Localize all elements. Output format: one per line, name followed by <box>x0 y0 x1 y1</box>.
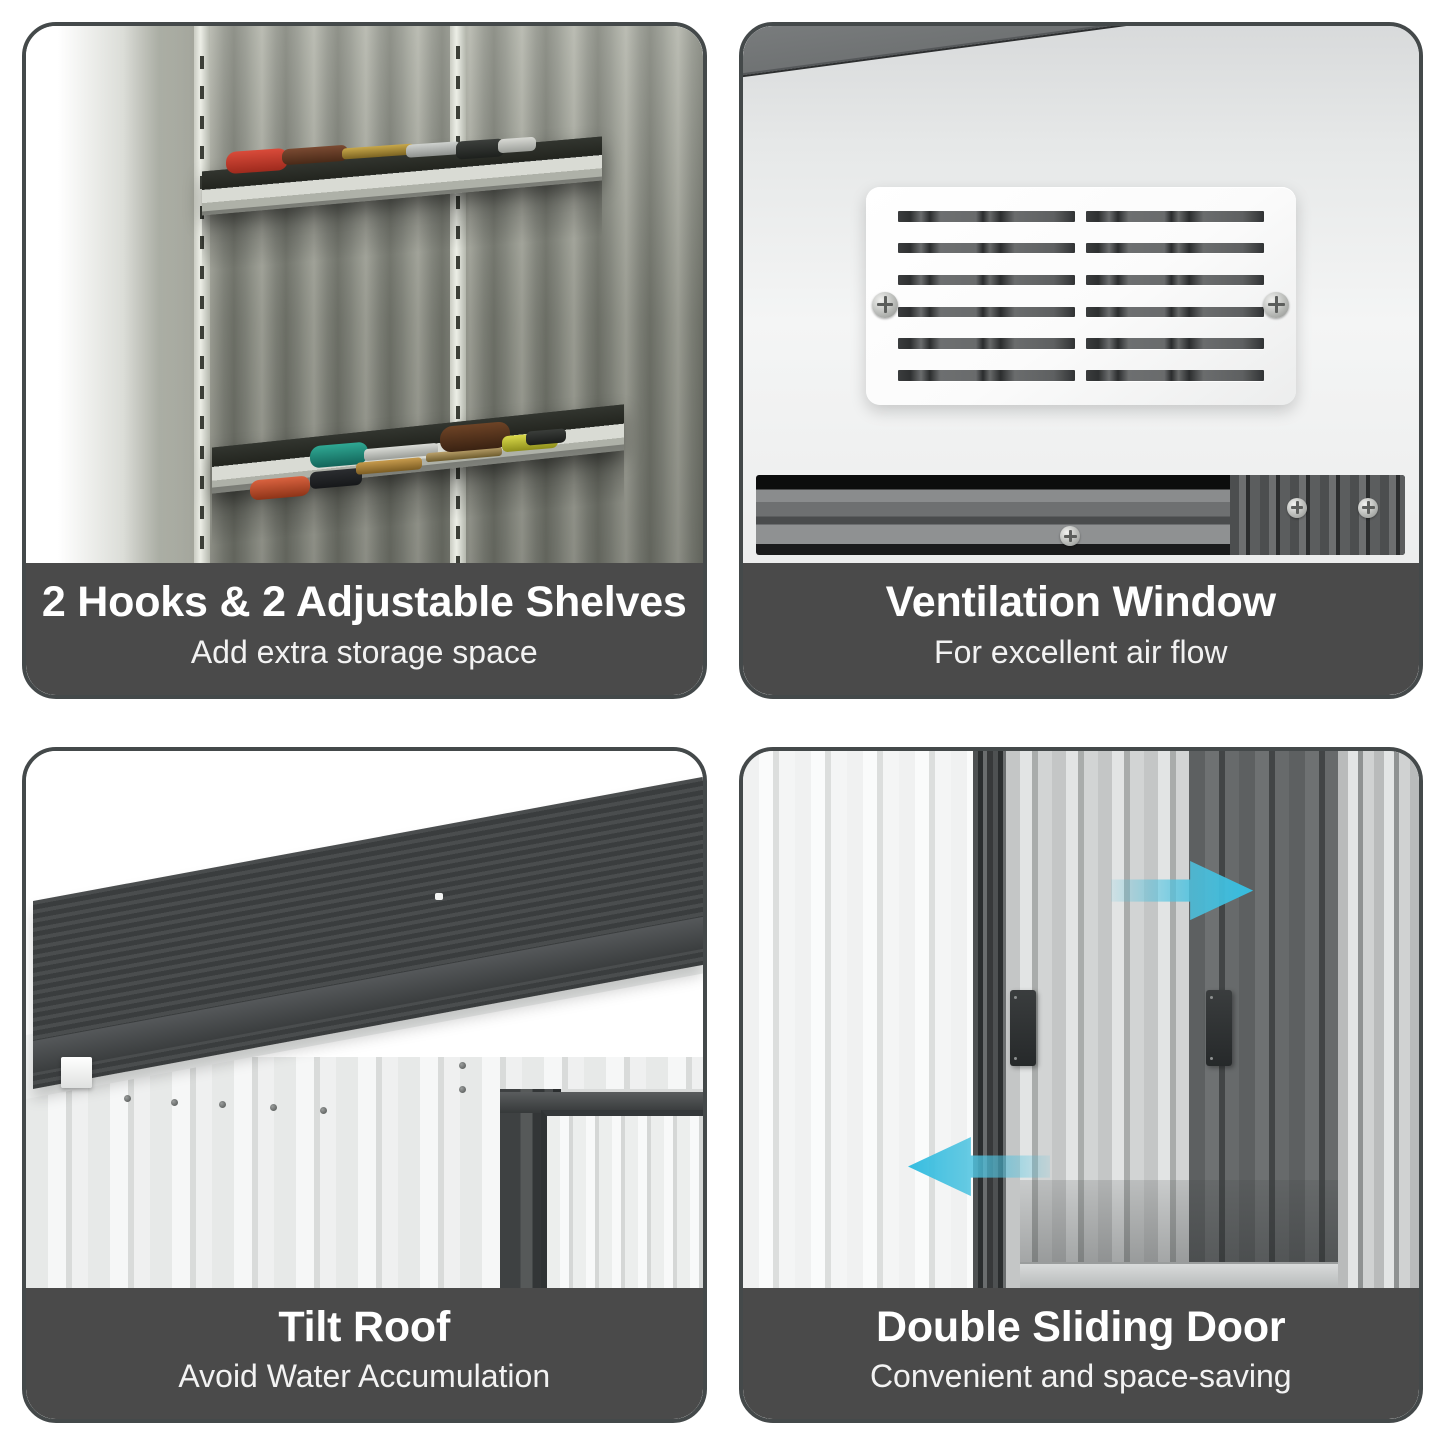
sliding-door-title: Double Sliding Door <box>876 1302 1286 1351</box>
door-panel-right-icon <box>1337 750 1419 1288</box>
feature-card-sliding-door[interactable]: Double Sliding Door Convenient and space… <box>738 746 1423 1423</box>
screw-icon <box>1287 497 1308 518</box>
door-handle-icon[interactable] <box>1205 989 1232 1066</box>
ventilation-title: Ventilation Window <box>885 578 1276 627</box>
tilt-roof-caption: Tilt Roof Avoid Water Accumulation <box>26 1287 703 1419</box>
bolt-icon <box>124 1095 132 1103</box>
sliding-door-caption: Double Sliding Door Convenient and space… <box>742 1287 1419 1419</box>
ventilation-photo <box>742 26 1419 564</box>
arrow-left-icon <box>908 1137 1051 1197</box>
shelves-subtitle: Add extra storage space <box>190 633 538 670</box>
roof-eave-icon <box>742 26 1419 82</box>
feature-card-ventilation[interactable]: Ventilation Window For excellent air flo… <box>738 22 1423 699</box>
vent-louver-icon <box>865 187 1296 405</box>
sliding-door-subtitle: Convenient and space-saving <box>869 1358 1292 1395</box>
tilt-roof-title: Tilt Roof <box>278 1302 451 1351</box>
screw-icon <box>872 291 899 318</box>
feature-card-tilt-roof[interactable]: Tilt Roof Avoid Water Accumulation <box>22 746 707 1423</box>
feature-card-shelves[interactable]: 2 Hooks & 2 Adjustable Shelves Add extra… <box>22 22 707 699</box>
wall-glare-icon <box>58 26 203 564</box>
door-panel-left-icon <box>742 750 973 1288</box>
shelves-title: 2 Hooks & 2 Adjustable Shelves <box>41 578 687 627</box>
bolt-icon <box>218 1101 226 1109</box>
door-panel-middle-icon <box>1006 750 1189 1288</box>
tilt-roof-photo <box>26 750 703 1288</box>
sliding-door-photo <box>742 750 1419 1288</box>
screw-icon <box>1358 497 1379 518</box>
bolt-icon <box>458 1086 466 1094</box>
bolt-icon <box>171 1098 179 1106</box>
shed-floor-icon <box>1019 1261 1338 1288</box>
door-panel-icon <box>540 1110 703 1288</box>
shelf-rail-icon <box>194 26 210 564</box>
ventilation-caption: Ventilation Window For excellent air flo… <box>742 563 1419 695</box>
ventilation-subtitle: For excellent air flow <box>934 633 1228 670</box>
tilt-roof-subtitle: Avoid Water Accumulation <box>178 1358 551 1395</box>
bolt-icon <box>269 1104 277 1112</box>
door-gap-icon <box>972 750 1007 1288</box>
shelves-photo <box>26 26 703 564</box>
door-handle-icon[interactable] <box>1009 989 1036 1066</box>
shelves-caption: 2 Hooks & 2 Adjustable Shelves Add extra… <box>26 563 703 695</box>
bolt-icon <box>458 1062 466 1070</box>
arrow-right-icon <box>1111 860 1254 920</box>
screw-icon <box>1263 291 1290 318</box>
hand-tools-icon <box>226 147 288 175</box>
bolt-icon <box>320 1106 328 1114</box>
screw-icon <box>1060 526 1081 547</box>
roof-corner-cap-icon <box>61 1056 93 1088</box>
